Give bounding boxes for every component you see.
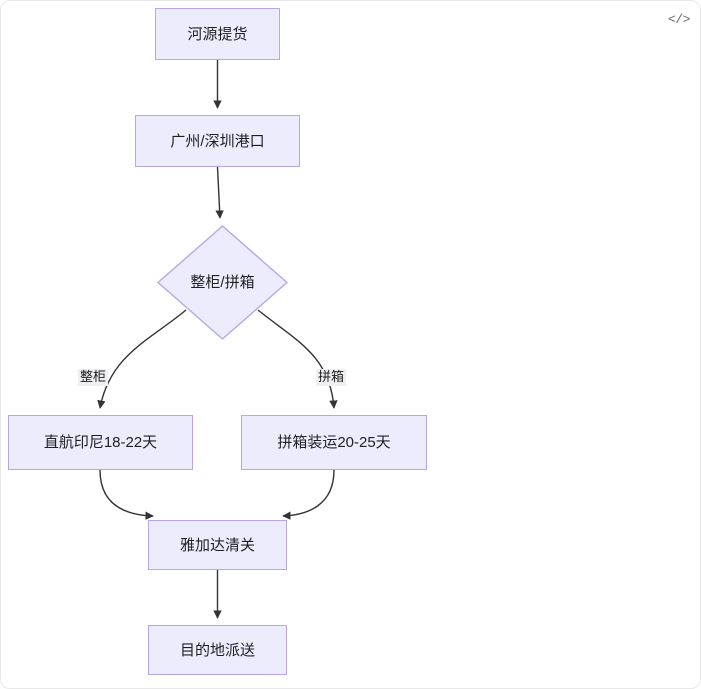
node-decision-container-type[interactable]: 整柜/拼箱	[157, 225, 288, 340]
node-direct-shipping[interactable]: 直航印尼18-22天	[8, 415, 193, 470]
diamond-shape	[157, 225, 288, 340]
node-label: 广州/深圳港口	[170, 132, 265, 150]
node-label: 直航印尼18-22天	[43, 434, 158, 451]
node-final-delivery[interactable]: 目的地派送	[148, 625, 287, 675]
node-jakarta-customs[interactable]: 雅加达清关	[148, 520, 287, 570]
node-label: 拼箱装运20-25天	[277, 434, 391, 451]
node-pickup[interactable]: 河源提货	[155, 8, 280, 60]
node-label: 目的地派送	[179, 641, 255, 659]
node-port[interactable]: 广州/深圳港口	[135, 115, 300, 167]
edge-label-lcl: 拼箱	[316, 369, 347, 386]
code-icon[interactable]: </>	[668, 11, 690, 27]
node-label: 整柜/拼箱	[190, 274, 255, 291]
node-lcl-shipping[interactable]: 拼箱装运20-25天	[241, 415, 427, 470]
node-label: 河源提货	[187, 25, 248, 43]
edge-label-fcl: 整柜	[78, 369, 109, 386]
node-label: 雅加达清关	[179, 536, 255, 554]
